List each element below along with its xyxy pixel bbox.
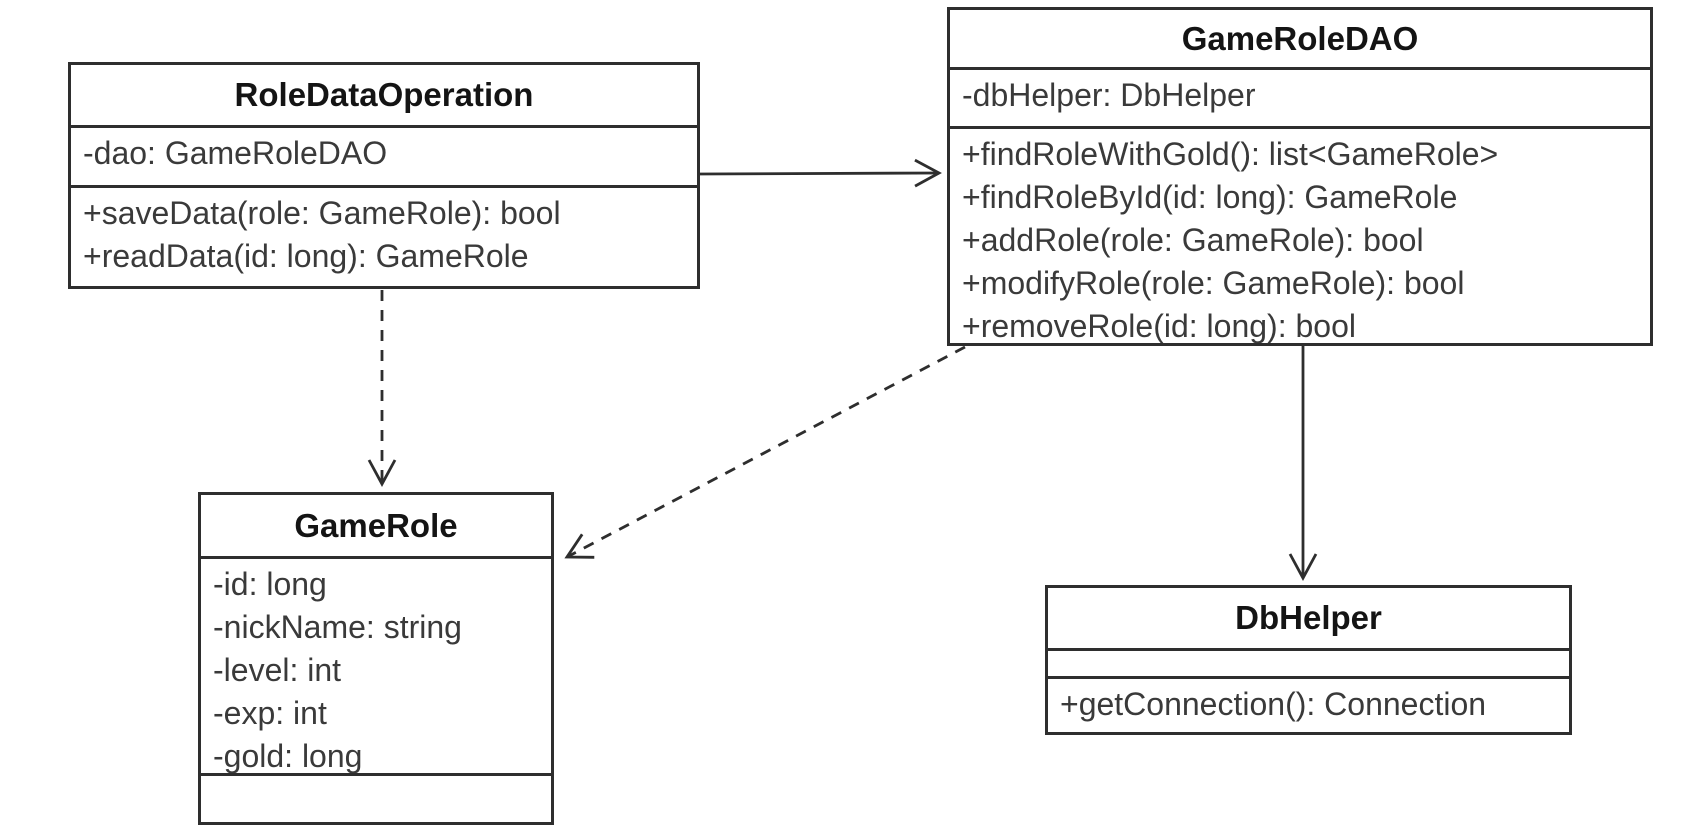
class-box-dbhelper[interactable]: DbHelper +getConnection(): Connection xyxy=(1045,585,1572,735)
class-member: -gold: long xyxy=(213,738,363,773)
class-member: +readData(id: long): GameRole xyxy=(83,238,529,274)
class-box-gamerole[interactable]: GameRole -id: long -nickName: string -leve… xyxy=(198,492,554,825)
class-box-gameroledao[interactable]: GameRoleDAO -dbHelper: DbHelper +findRol… xyxy=(947,7,1653,346)
class-member: -exp: int xyxy=(213,695,327,731)
class-methods: +getConnection(): Connection xyxy=(1048,676,1569,732)
arrow-roledataoperation-to-gameroledao[interactable] xyxy=(699,158,942,188)
arrow-gameroledao-to-gamerole[interactable] xyxy=(564,345,966,559)
class-attributes: -dao: GameRoleDAO xyxy=(71,125,697,185)
class-member: +modifyRole(role: GameRole): bool xyxy=(962,264,1465,301)
class-methods: +findRoleWithGold(): list<GameRole> +find… xyxy=(950,125,1650,343)
class-box-roledataoperation[interactable]: RoleDataOperation -dao: GameRoleDAO +sav… xyxy=(68,62,700,289)
class-member: -dao: GameRoleDAO xyxy=(83,135,388,171)
class-member: +findRoleWithGold(): list<GameRole> xyxy=(962,135,1499,172)
class-title: GameRoleDAO xyxy=(1181,19,1419,57)
class-member: +saveData(role: GameRole): bool xyxy=(83,195,561,231)
class-attributes: -dbHelper: DbHelper xyxy=(950,67,1650,126)
class-member: +addRole(role: GameRole): bool xyxy=(962,221,1424,258)
class-title: GameRole xyxy=(294,506,458,544)
class-member: -nickName: string xyxy=(213,609,462,645)
class-title: DbHelper xyxy=(1235,599,1382,636)
class-attributes xyxy=(1048,648,1569,676)
class-member: +removeRole(id: long): bool xyxy=(962,307,1356,343)
class-methods xyxy=(201,773,551,822)
class-member: +getConnection(): Connection xyxy=(1060,686,1487,722)
class-attributes: -id: long -nickName: string -level: int -ex… xyxy=(201,556,551,773)
class-member: +findRoleById(id: long): GameRole xyxy=(962,178,1458,215)
class-member: -id: long xyxy=(213,566,327,602)
class-member: -level: int xyxy=(213,652,342,688)
class-title: RoleDataOperation xyxy=(234,76,534,113)
class-member: -dbHelper: DbHelper xyxy=(962,77,1256,113)
class-methods: +saveData(role: GameRole): bool +readData… xyxy=(71,185,697,286)
